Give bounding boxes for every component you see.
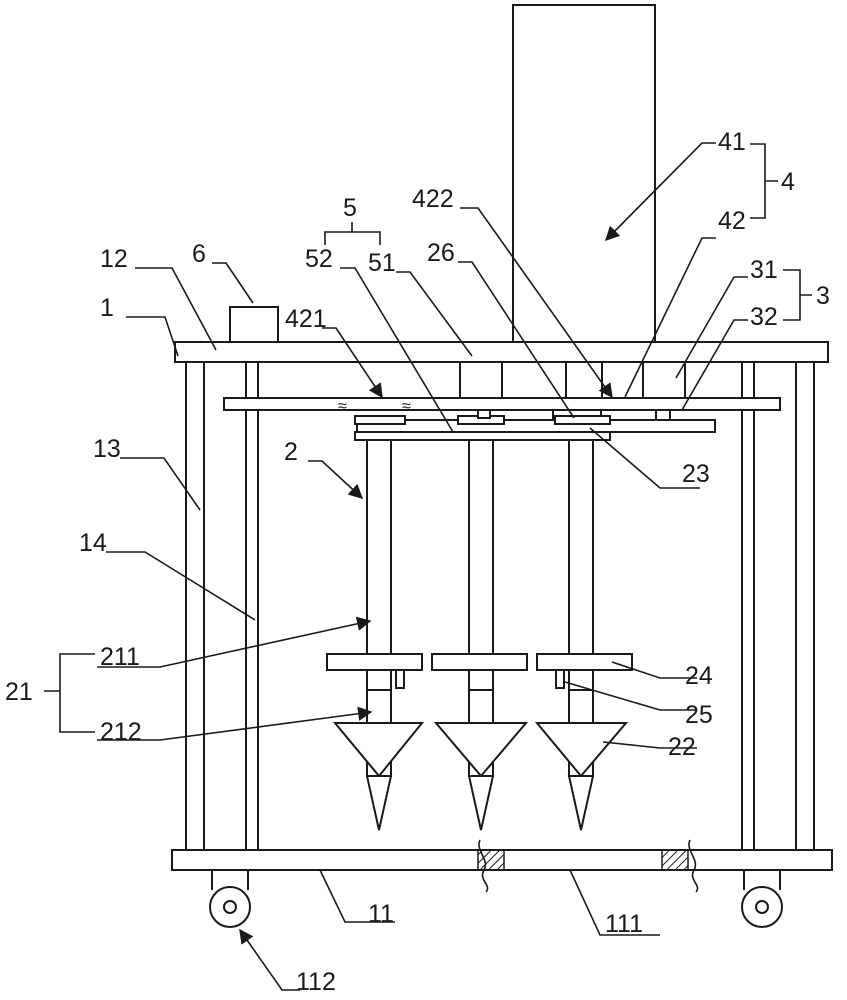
reference-numerals: 1 12 6 13 14 2 421 5 52 51 26 422 41 4 4… [5,128,830,996]
label-4: 4 [781,168,795,196]
label-23: 23 [682,460,710,488]
label-11: 11 [368,900,394,928]
upper-plate [223,397,781,411]
label-2: 2 [284,438,298,466]
svg-text:≈: ≈ [402,398,411,415]
label-14: 14 [79,529,107,557]
base-hatch-left [477,849,505,871]
auger-3 [534,439,629,831]
motor-block-31 [642,361,686,399]
label-42: 42 [718,207,746,235]
auger-1 [332,439,425,831]
label-13: 13 [93,435,121,463]
lower-plate [356,419,716,433]
svg-text:≈: ≈ [338,398,347,415]
label-25: 25 [685,701,713,729]
label-3: 3 [816,282,830,310]
label-111: 111 [605,910,643,938]
hopper [512,4,656,346]
label-52: 52 [305,245,333,273]
leader-lines [97,142,748,991]
label-21: 21 [5,678,33,706]
wheel-right [741,870,783,928]
label-211: 211 [100,643,140,671]
stirring-blades [326,653,633,689]
label-31: 31 [750,256,778,284]
label-421: 421 [285,305,327,333]
label-12: 12 [100,245,128,273]
auger-2 [433,439,529,831]
label-22: 22 [668,733,696,761]
label-41: 41 [718,128,746,156]
top-plate [174,341,829,363]
label-26: 26 [427,239,455,267]
label-5: 5 [343,194,357,222]
wheel-left [209,870,251,928]
label-6: 6 [192,240,206,268]
label-24: 24 [685,662,713,690]
label-1: 1 [100,294,114,322]
valve-block-42 [565,361,603,399]
label-51: 51 [368,249,396,277]
group-brackets [44,143,812,733]
label-112: 112 [296,968,336,996]
motor-block-51 [459,361,503,399]
label-212: 212 [100,718,142,746]
motor-box [229,306,279,343]
base-hatch-right [661,849,689,871]
label-32: 32 [750,303,778,331]
label-422: 422 [412,185,454,213]
